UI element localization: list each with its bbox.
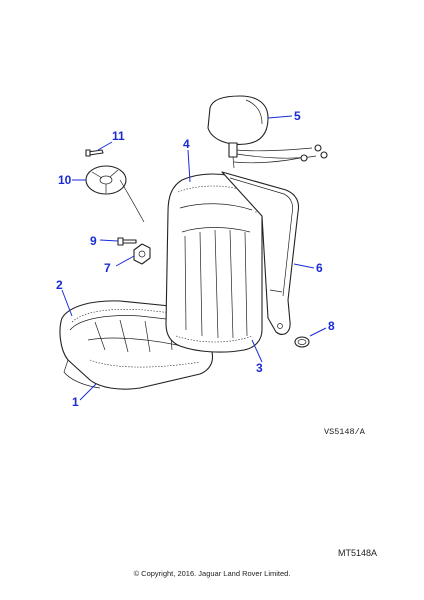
recliner-handwheel <box>85 165 145 223</box>
o-ring <box>294 336 310 348</box>
callout-8: 8 <box>328 319 335 333</box>
seat-back-panel <box>221 171 300 335</box>
drawing-reference: VS5148/A <box>324 427 366 437</box>
callout-10: 10 <box>58 173 72 187</box>
callout-7: 7 <box>104 261 111 275</box>
callout-6: 6 <box>316 261 323 275</box>
bolt <box>85 149 104 157</box>
callout-1: 1 <box>72 395 79 409</box>
callout-2: 2 <box>56 278 63 292</box>
callout-11: 11 <box>112 129 125 143</box>
illustration-code: MT5148A <box>338 548 377 558</box>
callout-5: 5 <box>294 109 301 123</box>
callout-9: 9 <box>90 234 97 248</box>
callout-4: 4 <box>183 137 190 151</box>
seat-back <box>165 173 263 353</box>
pivot-plate <box>133 243 151 265</box>
callouts: 1 2 3 4 5 6 7 8 9 10 11 <box>56 109 335 409</box>
leader-lines <box>61 115 327 401</box>
copyright-notice: © Copyright, 2016. Jaguar Land Rover Lim… <box>134 569 291 578</box>
callout-3: 3 <box>256 361 263 375</box>
headrest <box>207 95 328 169</box>
screw <box>117 237 137 246</box>
